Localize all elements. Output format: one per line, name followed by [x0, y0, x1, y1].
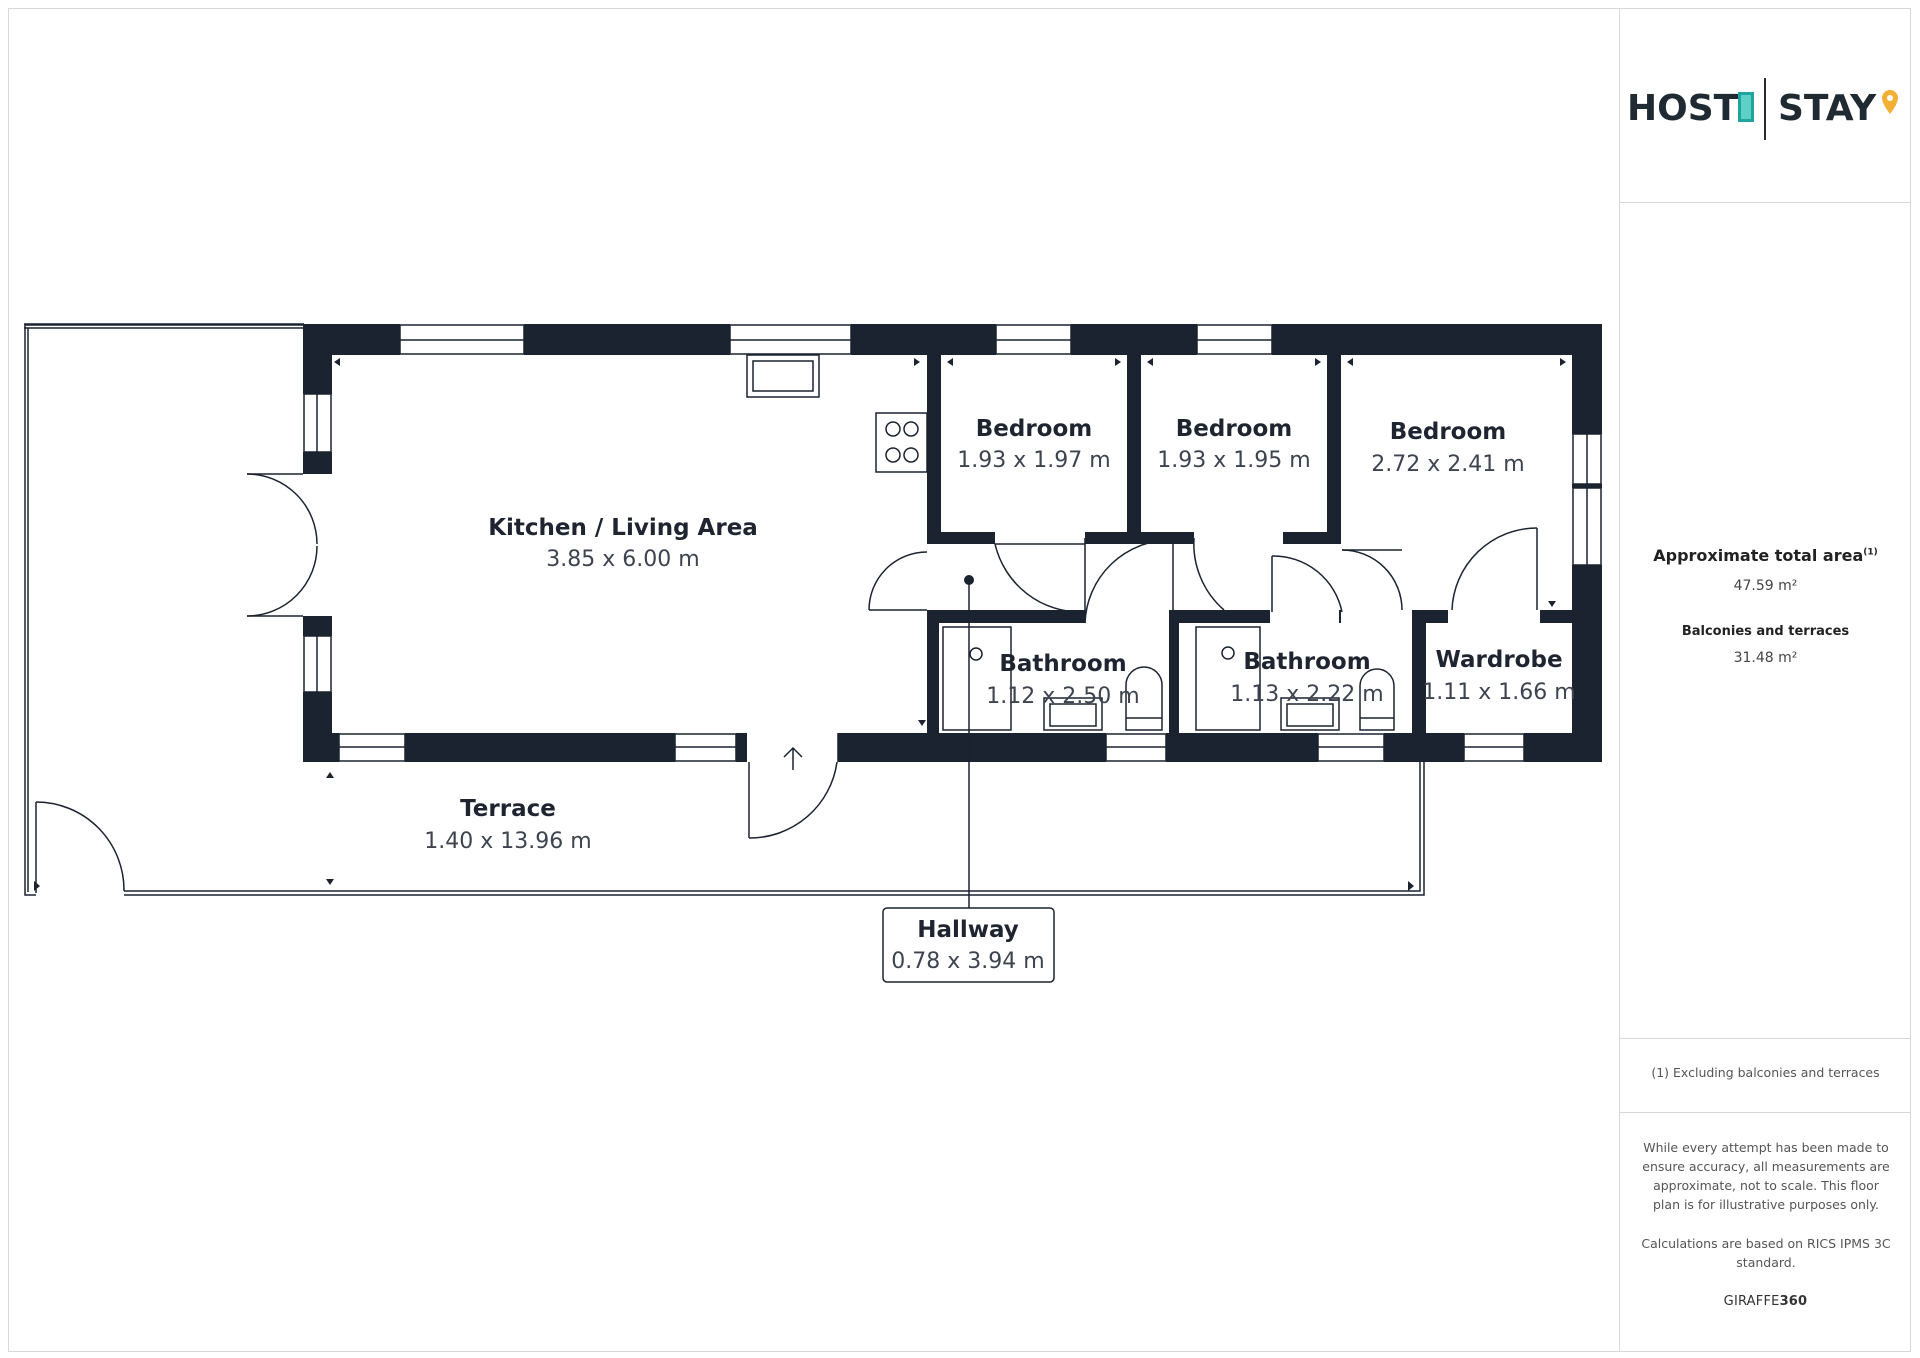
brand-part-a: GIRAFFE	[1723, 1294, 1780, 1309]
calculation-note: Calculations are based on RICS IPMS 3C s…	[1641, 1236, 1891, 1270]
room-labels: Kitchen / Living Area 3.85 x 6.00 m Bedr…	[424, 416, 1575, 974]
logo-host-text: HOST	[1627, 88, 1739, 129]
balconies-title: Balconies and terraces	[1681, 624, 1850, 639]
bedroom2-name: Bedroom	[1176, 416, 1293, 442]
total-area-title: Approximate total area(1)	[1620, 546, 1911, 565]
basin-icon	[1043, 697, 1103, 731]
doors	[246, 473, 1538, 839]
footnote-text: (1) Excluding balconies and terraces	[1651, 1065, 1880, 1080]
windows	[303, 324, 1602, 762]
terrace-name: Terrace	[460, 796, 556, 822]
basin-icon	[1280, 697, 1340, 731]
toilet-icon	[1125, 666, 1163, 731]
total-area-label: Approximate total area	[1653, 546, 1864, 565]
measure-ticks	[34, 358, 1566, 891]
toilet-icon	[1359, 668, 1395, 731]
bedroom2-dims: 1.93 x 1.95 m	[1157, 448, 1310, 473]
terrace-dims: 1.40 x 13.96 m	[424, 829, 591, 854]
info-sidebar: HOST STAY Approximate total area(1) 47.5…	[1619, 8, 1911, 1352]
kitchen-name: Kitchen / Living Area	[488, 515, 758, 541]
shower-icon	[1195, 626, 1261, 731]
brand-part-b: 360	[1779, 1294, 1808, 1309]
wardrobe-name: Wardrobe	[1435, 647, 1562, 673]
bedroom3-dims: 2.72 x 2.41 m	[1371, 452, 1524, 477]
shower-icon	[942, 626, 1012, 731]
total-area-value: 47.59 m²	[1733, 578, 1798, 594]
logo-divider	[1764, 78, 1766, 140]
bedroom1-dims: 1.93 x 1.97 m	[957, 448, 1110, 473]
host-stay-logo: HOST STAY	[1627, 78, 1898, 140]
bathroom2-dims: 1.13 x 2.22 m	[1230, 682, 1383, 707]
giraffe360-brand: GIRAFFE360	[1620, 1294, 1911, 1309]
bedroom1-name: Bedroom	[976, 416, 1093, 442]
terrace-outline	[24, 323, 1425, 896]
location-pin-icon	[1882, 90, 1898, 114]
disclaimer-text: While every attempt has been made to ens…	[1642, 1140, 1890, 1212]
floor-plan: Kitchen / Living Area 3.85 x 6.00 m Bedr…	[24, 323, 1602, 983]
bathroom1-name: Bathroom	[999, 651, 1126, 677]
total-area-footnote-mark: (1)	[1863, 547, 1878, 558]
walls	[303, 324, 1602, 762]
hallway-leader	[882, 575, 1055, 983]
terrace-door	[35, 801, 125, 893]
fixtures	[746, 354, 1395, 770]
kitchen-dims: 3.85 x 6.00 m	[546, 547, 699, 572]
hallway-name: Hallway	[917, 917, 1019, 943]
footnote-box: (1) Excluding balconies and terraces	[1620, 1038, 1911, 1113]
sink-icon	[746, 354, 820, 398]
wardrobe-dims: 1.11 x 1.66 m	[1422, 680, 1575, 705]
bathroom2-name: Bathroom	[1243, 649, 1370, 675]
hallway-dims: 0.78 x 3.94 m	[891, 949, 1044, 974]
balconies-value: 31.48 m²	[1733, 650, 1798, 666]
hob-icon	[875, 412, 928, 473]
logo-area: HOST STAY	[1620, 8, 1911, 203]
door-icon	[1738, 92, 1754, 122]
page-frame	[8, 8, 1911, 1352]
logo-stay-text: STAY	[1778, 88, 1877, 129]
bathroom1-dims: 1.12 x 2.50 m	[986, 684, 1139, 709]
bedroom3-name: Bedroom	[1390, 419, 1507, 445]
